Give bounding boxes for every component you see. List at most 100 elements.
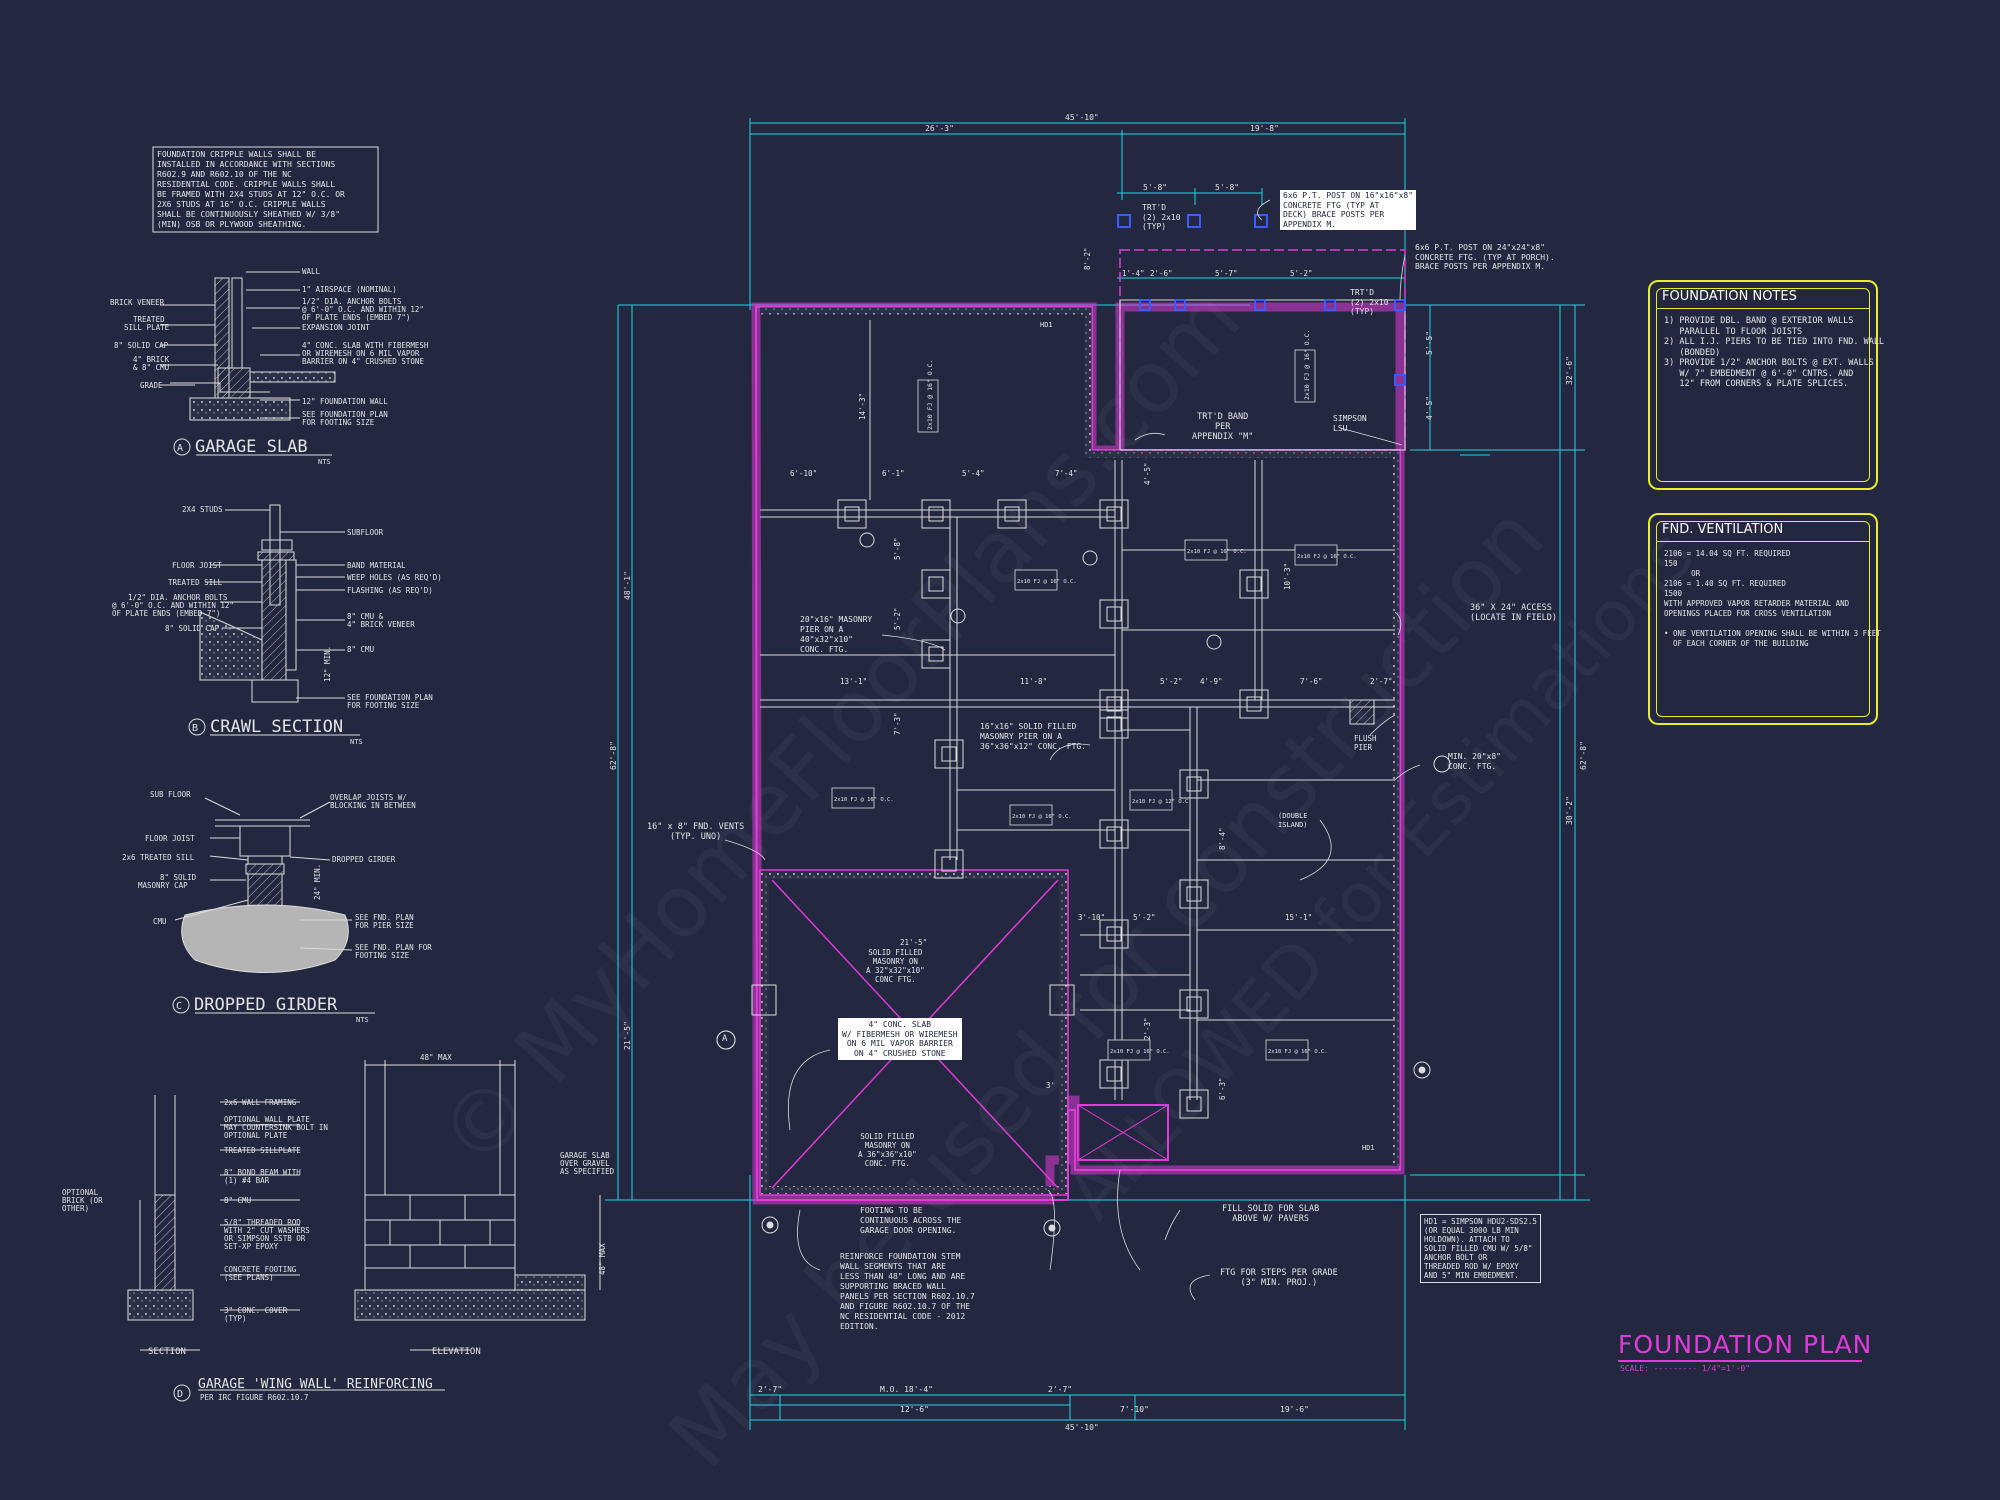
detail-b-label: 1/2" DIA. ANCHOR BOLTS <box>128 593 228 602</box>
dim-interior: 7'-6" <box>1300 677 1323 686</box>
joist-label: 2x10 FJ @ 16" O.C. <box>1012 814 1072 820</box>
detail-d-label: OTHER) <box>62 1204 89 1213</box>
detail-a-label: SEE FOUNDATION PLAN <box>302 410 388 419</box>
dim-right: 32'-6" <box>1565 356 1574 385</box>
detail-d-vdim: 48" MAX <box>598 1243 607 1275</box>
detail-d-label: OPTIONAL PLATE <box>224 1131 288 1140</box>
dim-top-overall: 45'-10" <box>1065 113 1099 122</box>
detail-d-label: MAY COUNTERSINK BOLT IN <box>224 1123 328 1132</box>
detail-c-label: BLOCKING IN BETWEEN <box>330 801 416 810</box>
dim-interior: 3'-10" <box>1078 913 1105 922</box>
dim-right: 5'-5" <box>1425 331 1434 355</box>
interior-girders <box>760 320 1395 1100</box>
detail-c-label: MASONRY CAP <box>138 881 188 890</box>
dim-left: 21'-5" <box>623 1021 632 1050</box>
dim-interior: 10'-3" <box>1283 563 1292 590</box>
foundation-notes-box: FOUNDATION NOTES 1) PROVIDE DBL. BAND @ … <box>1648 280 1884 490</box>
detail-a-label: 4" CONC. SLAB WITH FIBERMESH <box>302 341 429 350</box>
dim-interior: 6'-3" <box>1218 1077 1227 1100</box>
detail-d-label: OR SIMPSON SSTB OR <box>224 1234 306 1243</box>
piers <box>751 499 1375 1119</box>
dim-interior: 7'-4" <box>1055 469 1078 478</box>
detail-b-label: SEE FOUNDATION PLAN <box>347 693 433 702</box>
detail-b-label: 8" CMU & <box>347 612 384 621</box>
note-garage-slab: 4" CONC. SLAB W/ FIBERMESH OR WIREMESH O… <box>838 1018 962 1060</box>
detail-a-marker: A <box>177 443 183 454</box>
detail-b-label: SUBFLOOR <box>347 528 384 537</box>
detail-c-title: DROPPED GIRDER <box>194 995 338 1015</box>
note-solid-filled-lower: SOLID FILLED MASONRY ON A 36"x36"x10" CO… <box>858 1132 917 1168</box>
foundation-notes-frame <box>1656 288 1870 482</box>
detail-d-label: (SEE PLANS) <box>224 1273 274 1282</box>
detail-b-label: 8" CMU <box>347 645 374 654</box>
detail-c-label: SEE FND. PLAN FOR <box>355 943 432 952</box>
joist-label: 2x10 FJ @ 16" O.C. <box>1187 549 1247 555</box>
detail-c-label: SEE FND. PLAN <box>355 913 414 922</box>
dim-interior: 5'-2" <box>1160 677 1183 686</box>
dim-left: 62'-8" <box>609 741 618 770</box>
joist-label: 2x10 FJ @ 16" O.C. <box>1110 1049 1170 1055</box>
detail-c-label: OVERLAP JOISTS W/ <box>330 793 407 802</box>
detail-d-label: AS SPECIFIED <box>560 1167 615 1176</box>
detail-c-label: FOOTING SIZE <box>355 951 410 960</box>
detail-b-label: 12" MIN. <box>323 646 332 682</box>
dim-interior: 2'-7" <box>1370 677 1393 686</box>
dim-interior: 21'-5" <box>900 938 927 947</box>
dim-interior: 14'-3" <box>858 393 867 420</box>
detail-b-crawl-section <box>188 504 360 736</box>
note-hd1-top: HD1 <box>1040 321 1053 329</box>
detail-a-label: @ 6'-0" O.C. AND WITHIN 12" <box>302 305 424 314</box>
detail-c-label: 8" SOLID <box>160 873 197 882</box>
detail-c-marker: C <box>176 1001 182 1012</box>
dim-interior: 7'-3" <box>893 712 902 735</box>
detail-b-label: FLOOR JOIST <box>172 561 222 570</box>
dim-bottom: 2'-7" <box>758 1385 782 1394</box>
detail-c-label: CMU <box>153 917 167 926</box>
dim-interior: 11'-8" <box>1020 677 1047 686</box>
detail-d-label: 2x6 WALL FRAMING <box>224 1098 297 1107</box>
note-pier-16: 16"x16" SOLID FILLED MASONRY PIER ON A 3… <box>980 722 1086 751</box>
joist-label: 2x10 FJ @ 16" O.C. <box>1017 579 1077 585</box>
detail-b-label: WEEP HOLES (AS REQ'D) <box>347 573 442 582</box>
dim-top-left: 26'-3" <box>925 124 954 133</box>
detail-b-marker: B <box>192 723 198 734</box>
dim-bottom: M.O. 18'-4" <box>880 1385 933 1394</box>
dim-interior: 13'-1" <box>840 677 867 686</box>
grid-bubble-a <box>716 1030 736 1050</box>
detail-a-label: BARRIER ON 4" CRUSHED STONE <box>302 357 424 366</box>
dim-interior: 5'-4" <box>962 469 985 478</box>
dim-interior: 2'-6" <box>1150 269 1173 278</box>
detail-d-subtitle: PER IRC FIGURE R602.10.7 <box>200 1393 308 1402</box>
note-pier-20: 20"x16" MASONRY PIER ON A 40"x32"x10" CO… <box>800 615 873 654</box>
dim-interior: 5'-2" <box>893 607 902 630</box>
detail-d-label: 8" CMU <box>224 1196 251 1205</box>
note-solid-filled-upper: SOLID FILLED MASONRY ON A 32"x32"x10" CO… <box>866 948 925 984</box>
detail-c-label: 2x6 TREATED SILL <box>122 853 195 862</box>
note-conc-ftg: MIN. 20"x8" CONC. FTG. <box>1448 752 1501 771</box>
dim-porch-a: 5'-8" <box>1143 183 1167 192</box>
dim-bottom: 2'-7" <box>1048 1385 1072 1394</box>
detail-a-garage-slab <box>160 271 336 456</box>
note-post-16: 6x6 P.T. POST ON 16"x16"x8" CONCRETE FTG… <box>1280 190 1417 230</box>
detail-d-label: 8" BOND BEAM WITH <box>224 1168 301 1177</box>
detail-d-marker: D <box>177 1389 183 1400</box>
detail-b-label: FOR FOOTING SIZE <box>347 701 420 710</box>
sheet-title-underline <box>1618 1360 1862 1362</box>
detail-b-label: 4" BRICK VENEER <box>347 620 415 629</box>
note-trtd-left: TRT'D (2) 2x10 (TYP) <box>1142 203 1181 231</box>
dim-interior: 2'-3" <box>1143 1017 1152 1040</box>
dim-interior: 1'-4" <box>1122 269 1145 278</box>
dim-right: 30'-2" <box>1565 796 1574 825</box>
fnd-ventilation-items: 2106 = 14.04 SQ FT. REQUIRED 150 OR 2106… <box>1664 549 1881 648</box>
detail-d-wing-wall <box>127 1060 601 1402</box>
detail-c-label: SUB FLOOR <box>150 790 191 799</box>
detail-d-elevation: ELEVATION <box>432 1347 481 1357</box>
detail-d-label: (1) #4 BAR <box>224 1176 270 1185</box>
detail-a-scale: NTS <box>318 458 331 466</box>
fnd-ventilation-box: FND. VENTILATION 2106 = 14.04 SQ FT. REQ… <box>1648 513 1881 725</box>
dim-interior: 5'-7" <box>1215 269 1238 278</box>
leader-lines <box>724 199 1421 1301</box>
detail-c-label: FLOOR JOIST <box>145 834 195 843</box>
detail-a-label: 8" SOLID CAP <box>114 341 169 350</box>
dim-bottom: 7'-10" <box>1120 1405 1149 1414</box>
